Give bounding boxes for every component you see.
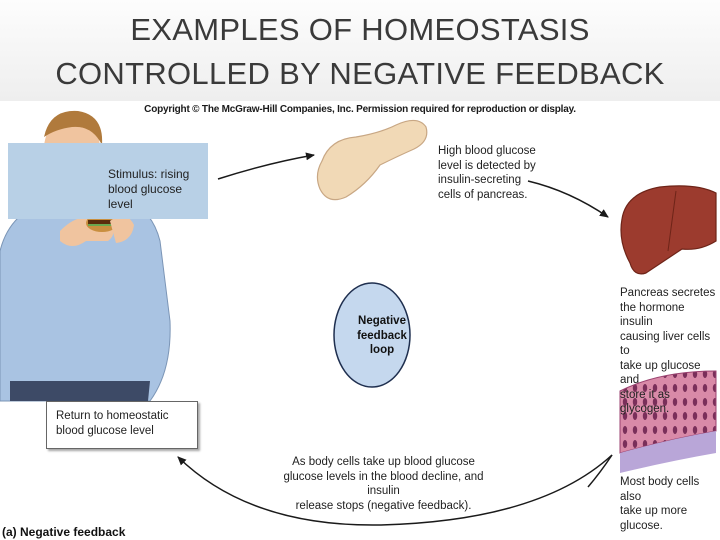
feedback-loop-label: Negative feedback loop: [337, 314, 427, 358]
most-cells-line-1: Most body cells also: [620, 476, 700, 503]
title-line-1: EXAMPLES OF HOMEOSTASIS: [130, 12, 590, 47]
arrow-tissue-to-return: [177, 454, 613, 526]
title-line-2: CONTROLLED BY NEGATIVE FEEDBACK: [55, 56, 665, 91]
figure-artwork: [0, 110, 717, 526]
loop-line-3: loop: [369, 344, 395, 356]
return-line-2: blood glucose level: [56, 425, 154, 437]
feedback-loop-circle: [333, 282, 411, 388]
slide-title: EXAMPLES OF HOMEOSTASIS CONTROLLED BY NE…: [0, 8, 720, 96]
copyright-notice: Copyright © The McGraw-Hill Companies, I…: [144, 104, 576, 115]
stimulus-panel: [8, 143, 208, 219]
detection-line-2: level is detected by: [438, 159, 536, 172]
body-cells-label: As body cells take up blood glucose gluc…: [266, 455, 501, 513]
secretion-line-3: causing liver cells to: [620, 330, 711, 358]
slide-header: EXAMPLES OF HOMEOSTASIS CONTROLLED BY NE…: [0, 0, 720, 101]
secretion-line-1: Pancreas secretes: [620, 287, 716, 299]
arrow-return-up: [587, 454, 613, 488]
return-label: Return to homeostatic blood glucose leve…: [56, 409, 196, 439]
secretion-label: Pancreas secretes the hormone insulin ca…: [620, 286, 720, 417]
loop-line-2: feedback: [357, 329, 407, 342]
loop-line-1: Negative: [358, 315, 406, 327]
stimulus-line-2: blood glucose level: [108, 182, 183, 211]
arrow-stimulus-to-pancreas: [217, 152, 315, 180]
detection-line-4: cells of pancreas.: [438, 188, 528, 201]
body-cells-line-1: As body cells take up blood glucose: [292, 456, 475, 468]
detection-line-1: High blood glucose: [438, 145, 536, 157]
detection-label: High blood glucose level is detected by …: [438, 144, 538, 202]
most-cells-label: Most body cells also take up more glucos…: [620, 475, 720, 533]
tissue-illustration: [619, 370, 717, 473]
figure-caption: (a) Negative feedback: [2, 525, 126, 539]
negative-feedback-figure: Copyright © The McGraw-Hill Companies, I…: [0, 101, 720, 540]
body-cells-line-2: glucose levels in the blood decline, and…: [283, 470, 484, 498]
most-cells-line-2: take up more glucose.: [620, 505, 688, 532]
secretion-line-4: take up glucose and: [620, 359, 701, 387]
body-cells-line-3: release stops (negative feedback).: [295, 499, 472, 512]
return-line-1: Return to homeostatic: [56, 410, 169, 422]
stimulus-label: Stimulus: rising blood glucose level: [108, 167, 208, 212]
arrow-pancreas-to-liver: [527, 180, 609, 218]
secretion-line-5: store it as glycogen.: [620, 388, 670, 416]
return-box: [46, 401, 198, 449]
pancreas-illustration: [316, 119, 428, 201]
detection-line-3: insulin-secreting: [438, 174, 522, 186]
stimulus-line-1: Stimulus: rising: [108, 167, 190, 181]
liver-illustration: [620, 185, 717, 275]
secretion-line-2: the hormone insulin: [620, 301, 685, 329]
